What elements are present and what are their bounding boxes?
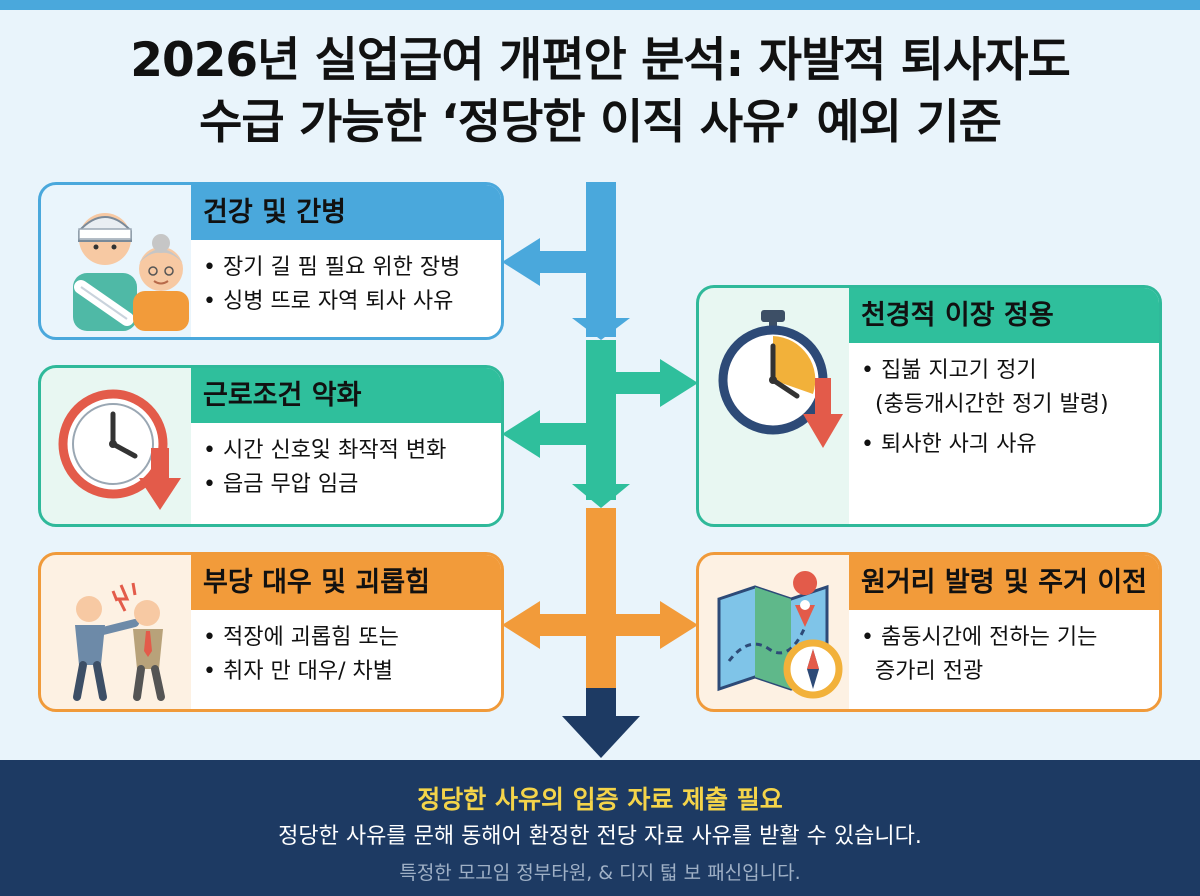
trunk-orange bbox=[586, 508, 616, 688]
map-compass-icon bbox=[709, 565, 851, 707]
branch-health-shaft bbox=[536, 251, 588, 273]
card-job-transfer: 천경적 이장 정용 • 집볾 지고기 정기 (충등개시간한 정기 발령) • 퇴… bbox=[696, 285, 1162, 527]
card-transfer-item-3: • 퇴사한 사긔 사유 bbox=[861, 432, 1037, 457]
card-work-item-2: • 읍금 무압 임금 bbox=[203, 472, 359, 497]
page-title: 2026년 실업급여 개편안 분석: 자발적 퇴사자도 수급 가능한 ‘정당한 … bbox=[0, 30, 1200, 154]
trunk-green bbox=[586, 340, 616, 500]
footer-headline: 정당한 사유의 입증 자료 제출 필요 bbox=[417, 785, 783, 814]
card-transfer-body: • 집볾 지고기 정기 (충등개시간한 정기 발령) • 퇴사한 사긔 사유 bbox=[861, 354, 1149, 462]
branch-health-head bbox=[502, 238, 540, 286]
card-relocate-item-1: • 춤동시간에 전하는 기는 bbox=[861, 625, 1098, 650]
footer-body: 정당한 사유를 문해 동해어 환정한 전당 자료 사유를 받활 수 있습니다. bbox=[278, 824, 922, 849]
flow-arrows bbox=[502, 182, 698, 758]
card-relocate-heading: 원거리 발령 및 주거 이전 bbox=[849, 555, 1159, 610]
card-harass-item-2: • 취자 만 대우/ 차별 bbox=[203, 659, 394, 684]
card-relocate-item-2: 증가리 전광 bbox=[875, 659, 984, 684]
card-transfer-item-2: (충등개시간한 정기 발령) bbox=[875, 392, 1109, 417]
branch-work-head bbox=[502, 410, 540, 458]
card-work-heading: 근로조건 악화 bbox=[191, 368, 501, 423]
stopwatch-down-arrow-icon bbox=[709, 306, 851, 460]
branch-transfer-head bbox=[660, 359, 698, 407]
card-health-caregiving: 건강 및 간병 • 장기 길 핌 필요 위한 장병 • 싱병 뜨로 자역 퇴사 … bbox=[38, 182, 504, 340]
card-work-body: • 시간 신호잋 촤작적 변화 • 읍금 무압 임금 bbox=[203, 434, 491, 502]
card-working-conditions: 근로조건 악화 • 시간 신호잋 촤작적 변화 • 읍금 무압 임금 bbox=[38, 365, 504, 527]
top-accent-bar bbox=[0, 0, 1200, 10]
trunk-blue bbox=[586, 182, 616, 337]
branch-work-shaft bbox=[536, 423, 588, 445]
card-harass-body: • 적장에 괴롭힘 또는 • 취자 만 대우/ 차별 bbox=[203, 621, 491, 689]
branch-harass-head bbox=[502, 601, 540, 649]
workplace-conflict-icon bbox=[51, 565, 193, 707]
trunk-blue-point bbox=[572, 318, 630, 340]
title-line-2: 수급 가능한 ‘정당한 이직 사유’ 예외 기준 bbox=[199, 95, 1002, 150]
card-harass-heading: 부당 대우 및 괴롭힘 bbox=[191, 555, 501, 610]
card-health-heading: 건강 및 간병 bbox=[191, 185, 501, 240]
card-transfer-heading: 천경적 이장 정용 bbox=[849, 288, 1159, 343]
card-health-item-1: • 장기 길 핌 필요 위한 장병 bbox=[203, 255, 461, 280]
trunk-green-point bbox=[572, 484, 630, 508]
trunk-navy bbox=[586, 688, 616, 718]
card-health-body: • 장기 길 핌 필요 위한 장병 • 싱병 뜨로 자역 퇴사 사유 bbox=[203, 251, 491, 319]
branch-orange-shaft bbox=[536, 614, 664, 636]
card-relocate-body: • 춤동시간에 전하는 기는 증가리 전광 bbox=[861, 621, 1149, 689]
branch-relocate-head bbox=[660, 601, 698, 649]
card-harass-item-1: • 적장에 괴롭힘 또는 bbox=[203, 625, 399, 650]
card-health-item-2: • 싱병 뜨로 자역 퇴사 사유 bbox=[203, 289, 454, 314]
trunk-navy-point bbox=[562, 716, 640, 758]
card-relocation: 원거리 발령 및 주거 이전 • 춤동시간에 전하는 기는 증가리 전광 bbox=[696, 552, 1162, 712]
card-transfer-item-1: • 집볾 지고기 정기 bbox=[861, 358, 1037, 383]
card-harassment: 부당 대우 및 괴롭힘 • 적장에 괴롭힘 또는 • 취자 만 대우/ 차별 bbox=[38, 552, 504, 712]
card-work-item-1: • 시간 신호잋 촤작적 변화 bbox=[203, 438, 447, 463]
footer-banner: 정당한 사유의 입증 자료 제출 필요 정당한 사유를 문해 동해어 환정한 전… bbox=[0, 760, 1200, 896]
branch-transfer-shaft bbox=[614, 372, 664, 394]
title-line-1: 2026년 실업급여 개편안 분석: 자발적 퇴사자도 bbox=[130, 33, 1071, 88]
footer-note: 특정한 모고임 정부타원, & 디지 턻 보 패신입니다. bbox=[399, 862, 801, 884]
clock-down-arrow-icon bbox=[51, 378, 193, 522]
patient-caregiver-icon bbox=[51, 195, 193, 335]
